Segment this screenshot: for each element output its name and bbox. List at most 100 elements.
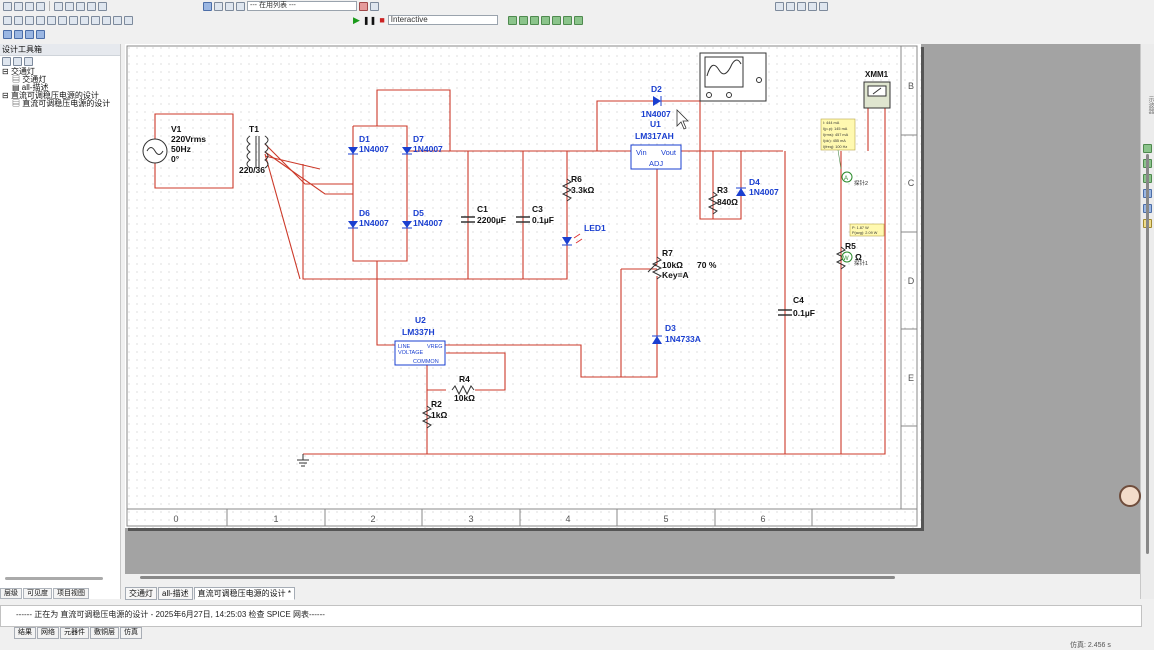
- cmos-icon[interactable]: [69, 15, 78, 25]
- tree-item[interactable]: ▤ 交通灯: [12, 75, 47, 84]
- open-file-icon[interactable]: [13, 57, 22, 66]
- ultiboard-icon[interactable]: [25, 29, 34, 39]
- r6-resistor[interactable]: R63.3kΩ: [561, 174, 595, 202]
- tab-all-description[interactable]: all-描述: [158, 587, 193, 600]
- cut-icon[interactable]: [54, 1, 63, 11]
- source-icon[interactable]: [3, 15, 12, 25]
- save-icon[interactable]: [25, 1, 34, 11]
- probe-voltage-icon[interactable]: [519, 15, 528, 25]
- spreadsheet-icon[interactable]: [236, 1, 245, 11]
- probe-settings-icon[interactable]: [574, 15, 583, 25]
- copy-icon[interactable]: [65, 1, 74, 11]
- print-icon[interactable]: [36, 1, 45, 11]
- erc-icon[interactable]: [359, 1, 368, 11]
- probe-1[interactable]: P: 1.87 W P(avg): 2.09 W W 探针1: [841, 223, 885, 267]
- tree-item-project[interactable]: ⊟ 直流可调稳压电源的设计: [2, 91, 99, 100]
- tab-components[interactable]: 元器件: [60, 627, 89, 639]
- misc-icon[interactable]: [102, 15, 111, 25]
- indicator-icon[interactable]: [91, 15, 100, 25]
- t1-transformer[interactable]: T1 220/36: [239, 124, 269, 175]
- probe-ref-icon[interactable]: [563, 15, 572, 25]
- postprocessor-icon[interactable]: [225, 1, 234, 11]
- tab-simulation[interactable]: 仿真: [120, 627, 142, 639]
- transistor-icon[interactable]: [36, 15, 45, 25]
- c4-capacitor[interactable]: C40.1µF: [778, 295, 815, 318]
- multimeter-icon[interactable]: [1143, 144, 1152, 153]
- probe-power-icon[interactable]: [541, 15, 550, 25]
- probe-current-icon[interactable]: [530, 15, 539, 25]
- u2-regulator[interactable]: U2 LM337H LINE VREG VOLTAGE COMMON: [394, 315, 446, 366]
- xmm1-multimeter[interactable]: XMM1: [863, 70, 891, 109]
- probe-icon[interactable]: [508, 15, 517, 25]
- pcb-icon[interactable]: [14, 29, 23, 39]
- schematic-sheet[interactable]: 0 1 2 3 4 5 6 B C D E V1 220Vr: [125, 44, 921, 528]
- rf-icon[interactable]: [113, 15, 122, 25]
- export-icon[interactable]: [36, 29, 45, 39]
- basic-icon[interactable]: [14, 15, 23, 25]
- d4-part: 1N4007: [749, 187, 779, 197]
- full-screen-icon[interactable]: [819, 1, 828, 11]
- help-icon[interactable]: [370, 1, 379, 11]
- undo-icon[interactable]: [87, 1, 96, 11]
- tree-item[interactable]: ▤ 直流可调稳压电源的设计: [12, 99, 111, 108]
- probe-2[interactable]: I: 444 mA I(p-p): 145 mA I(rms): 457 mA …: [820, 118, 868, 187]
- tab-results[interactable]: 结果: [14, 627, 36, 639]
- tab-hierarchy[interactable]: 层级: [0, 588, 22, 599]
- tab-visibility[interactable]: 可见度: [23, 588, 52, 599]
- open-icon[interactable]: [14, 1, 23, 11]
- schematic-workspace[interactable]: 0 1 2 3 4 5 6 B C D E V1 220Vr: [125, 44, 1143, 579]
- led1[interactable]: LED1: [562, 223, 606, 246]
- in-use-list-combo[interactable]: --- 在用列表 ---: [247, 1, 357, 11]
- schematic-icon[interactable]: [3, 29, 12, 39]
- u1-regulator[interactable]: U1 LM317AH Vin Vout ADJ: [630, 119, 682, 170]
- zoom-area-icon[interactable]: [797, 1, 806, 11]
- zoom-out-icon[interactable]: [786, 1, 795, 11]
- ttl-icon[interactable]: [58, 15, 67, 25]
- interactive-mode-combo[interactable]: Interactive: [387, 15, 498, 25]
- new-icon[interactable]: [3, 1, 12, 11]
- panel-scrollbar[interactable]: [5, 577, 103, 580]
- redo-icon[interactable]: [98, 1, 107, 11]
- mcu-icon[interactable]: [80, 15, 89, 25]
- new-folder-icon[interactable]: [2, 57, 11, 66]
- tab-project-view[interactable]: 项目视图: [53, 588, 89, 599]
- grapher-icon[interactable]: [214, 1, 223, 11]
- zoom-in-icon[interactable]: [775, 1, 784, 11]
- component-icon[interactable]: [203, 1, 212, 11]
- run-icon[interactable]: ▶: [353, 14, 360, 25]
- tab-nets[interactable]: 网络: [37, 627, 59, 639]
- tab-dc-power-supply[interactable]: 直流可调稳压电源的设计 *: [193, 587, 296, 600]
- probe-diff-icon[interactable]: [552, 15, 561, 25]
- c3-capacitor[interactable]: C30.1µF: [516, 204, 554, 225]
- tab-copper-layers[interactable]: 敷铜层: [90, 627, 119, 639]
- u2-ref: U2: [415, 315, 426, 325]
- stop-icon[interactable]: ■: [379, 15, 385, 25]
- r7-potentiometer[interactable]: R7 10kΩ Key=A 70 %: [647, 248, 717, 280]
- oscilloscope-side-tab[interactable]: 示波器: [1147, 96, 1153, 114]
- zoom-fit-icon[interactable]: [808, 1, 817, 11]
- tree-item-project[interactable]: ⊟ 交通灯: [2, 67, 35, 76]
- pause-icon[interactable]: ❚❚: [362, 15, 377, 25]
- workspace-hscrollbar[interactable]: [140, 576, 895, 579]
- tab-traffic-light[interactable]: 交通灯: [125, 587, 157, 600]
- diode-icon[interactable]: [25, 15, 34, 25]
- paste-icon[interactable]: [76, 1, 85, 11]
- save-file-icon[interactable]: [24, 57, 33, 66]
- electromechanical-icon[interactable]: [124, 15, 133, 25]
- vertical-scrollbar[interactable]: [1146, 154, 1149, 554]
- tree-item[interactable]: ▤ all-描述: [12, 83, 49, 92]
- analog-icon[interactable]: [47, 15, 56, 25]
- v1-ac-source[interactable]: V1 220Vrms 50Hz 0°: [142, 124, 206, 164]
- oscilloscope[interactable]: [699, 52, 767, 102]
